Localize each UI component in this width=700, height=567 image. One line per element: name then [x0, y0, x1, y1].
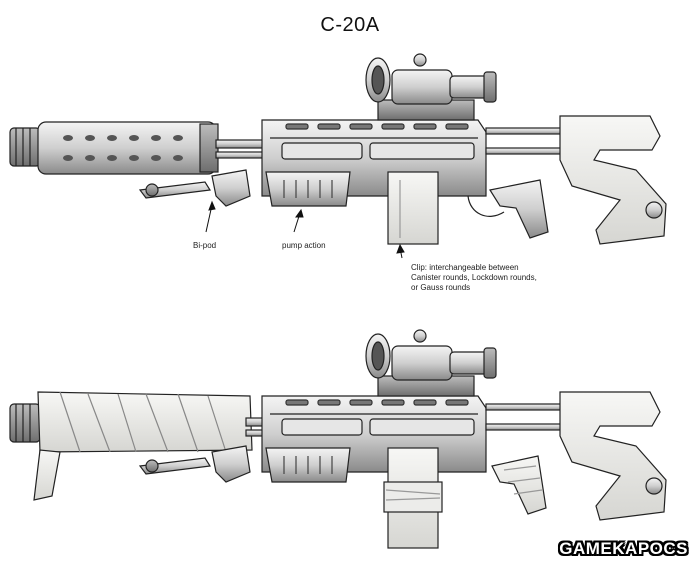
- bipod: [138, 181, 212, 199]
- drawing-title: C-20A: [320, 14, 380, 36]
- stock: [559, 115, 667, 245]
- scope-body: [391, 69, 453, 105]
- label-pump-action: pump action: [282, 241, 326, 250]
- label-clip: Clip: interchangeable between Canister r…: [411, 263, 537, 292]
- magazine: [387, 171, 439, 245]
- label-bipod: Bi-pod: [193, 241, 217, 250]
- pistol-grip: [489, 179, 549, 239]
- annotation-arrows: [205, 200, 405, 259]
- muzzle-brake: [9, 127, 41, 167]
- barrel-shroud: [37, 121, 217, 175]
- rifle-top: [9, 53, 667, 245]
- watermark-logo: GAMEKAPOCS: [559, 539, 688, 558]
- rifle-bottom: [9, 329, 667, 549]
- cloth-wrap: [37, 391, 253, 453]
